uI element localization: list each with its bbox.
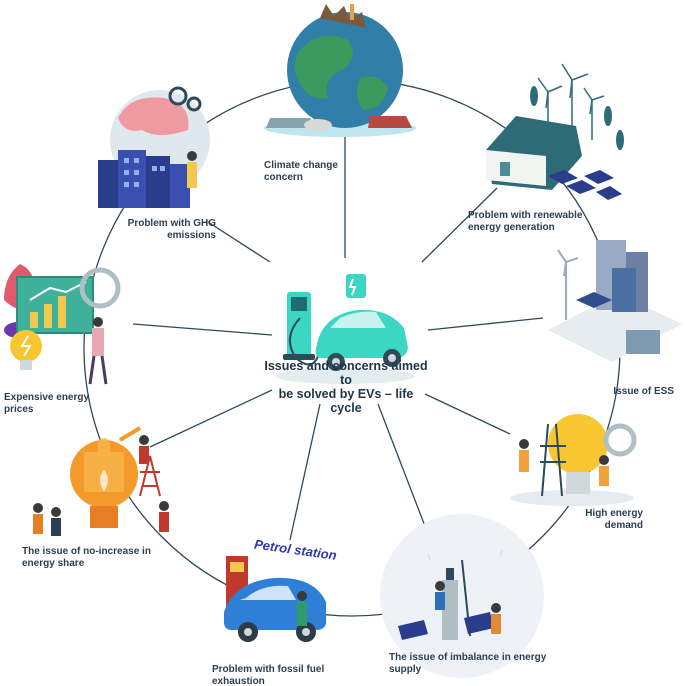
label-high-demand: High energy demand xyxy=(585,508,643,531)
factory-emissions-icon xyxy=(98,86,210,208)
spoke-ghg xyxy=(207,221,271,263)
globe-pollution-icon xyxy=(264,4,416,137)
spoke-share xyxy=(149,389,273,448)
lightbulb-workers-icon xyxy=(510,414,637,506)
spoke-fossil xyxy=(289,403,321,541)
spoke-demand xyxy=(424,393,511,435)
ev-charging-icon xyxy=(275,274,415,384)
label-energy-share: The issue of no-increase in energy share xyxy=(22,546,151,569)
spoke-prices xyxy=(132,323,273,336)
power-line-solar-icon xyxy=(380,514,544,678)
label-renewable-generation: Problem with renewable energy generation xyxy=(468,210,583,233)
label-climate-change: Climate change concern xyxy=(264,160,338,183)
spoke-ess xyxy=(427,317,544,331)
spoke-renewable xyxy=(421,187,498,263)
petrol-sign: Petrol station xyxy=(253,536,337,562)
label-fossil-fuel: Problem with fossil fuel exhaustion xyxy=(212,664,325,686)
label-ess: Issue of ESS xyxy=(613,386,674,397)
label-imbalance-supply: The issue of imbalance in energy supply xyxy=(389,652,547,675)
energy-storage-building-icon xyxy=(548,240,682,362)
center-label: Issues and concerns aimed to be solved b… xyxy=(264,359,428,415)
petrol-station-car-icon: Petrol station xyxy=(224,536,338,642)
energy-price-board-icon xyxy=(4,264,121,385)
wind-turbine-house-icon xyxy=(486,63,624,200)
label-energy-prices: Expensive energy prices xyxy=(4,392,90,415)
lightbulb-puzzle-icon xyxy=(33,426,169,536)
label-ghg-emissions: Problem with GHG emissions xyxy=(127,218,216,241)
